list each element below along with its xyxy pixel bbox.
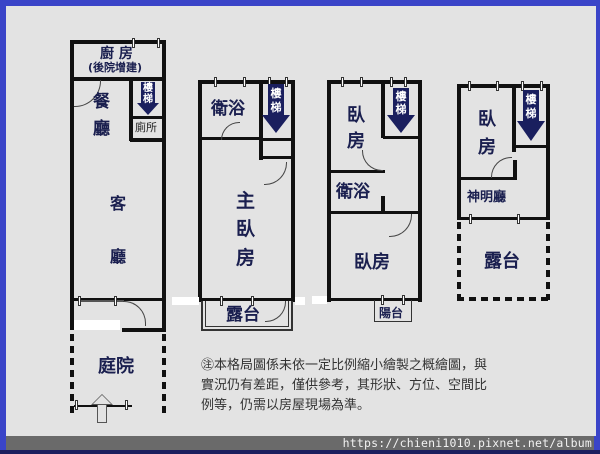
room-dining-2: 廳: [93, 119, 110, 139]
stairs-icon: 樓 梯: [387, 88, 415, 136]
note-line-3: 例等，仍需以房屋現場為準。: [201, 398, 371, 413]
note-line-1: ㊟本格局圖係未依一定比例縮小繪製之概繪圖，與: [201, 358, 488, 373]
room-kitchen: 廚 房: [100, 46, 133, 62]
room-master-1: 主: [236, 190, 256, 212]
room-master-2: 臥: [236, 218, 256, 240]
stairs-icon: 樓 梯: [133, 82, 163, 116]
room-terrace: 露台: [484, 251, 520, 272]
room-bathroom: 衛浴: [336, 182, 370, 202]
canvas-right: [556, 6, 596, 436]
room-balcony: 陽台: [379, 306, 404, 320]
room-dining-1: 餐: [93, 92, 110, 112]
room-bedroom-top-1: 臥: [347, 105, 365, 126]
footer-bar: [6, 436, 594, 450]
footer-edge: [0, 450, 600, 454]
stairs-icon: 樓 梯: [517, 90, 545, 144]
room-kitchen-note: (後院增建): [88, 61, 143, 74]
entrance-arrow-icon: [91, 394, 113, 424]
room-bedroom-top-2: 房: [347, 131, 365, 152]
room-toilet: 廁所: [135, 121, 157, 134]
stairs-icon: 樓 梯: [262, 84, 290, 136]
room-bedroom: 臥房: [354, 252, 390, 273]
room-courtyard: 庭院: [98, 356, 134, 377]
note-line-2: 實況仍有差距，僅供參考，其形狀、方位、空間比: [201, 378, 488, 393]
watermark-url: https://chieni1010.pixnet.net/album: [342, 436, 592, 450]
room-terrace: 露台: [226, 305, 260, 325]
room-shrine: 神明廳: [467, 190, 507, 205]
room-master-3: 房: [236, 247, 256, 269]
room-bathroom: 衛浴: [211, 99, 245, 119]
room-bedroom-1: 臥: [478, 109, 496, 130]
room-living-2: 廳: [110, 247, 127, 266]
room-bedroom-2: 房: [478, 137, 496, 158]
room-living-1: 客: [110, 194, 127, 213]
disclaimer-note: ㊟本格局圖係未依一定比例縮小繪製之概繪圖，與 實況仍有差距，僅供參考，其形狀、方…: [201, 356, 581, 416]
